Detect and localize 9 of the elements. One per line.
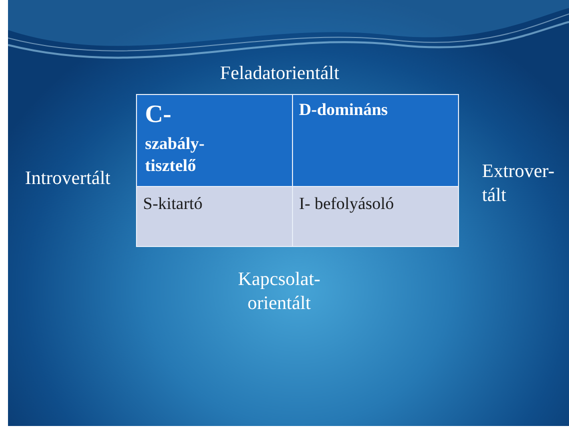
cell-text: S-kitartó [143,193,202,215]
axis-label: Extrover- tált [482,160,554,208]
cell-text: D-domináns [299,99,388,121]
axis-label: Kapcsolat- orientált [238,268,320,316]
axis-label: Introvertált [25,167,110,191]
axis-label: Feladatorientált [220,62,340,86]
cell-text: I- befolyásoló [299,193,394,215]
cell-text: C- [145,100,172,130]
cell-text: szabály- tisztelő [145,133,204,178]
